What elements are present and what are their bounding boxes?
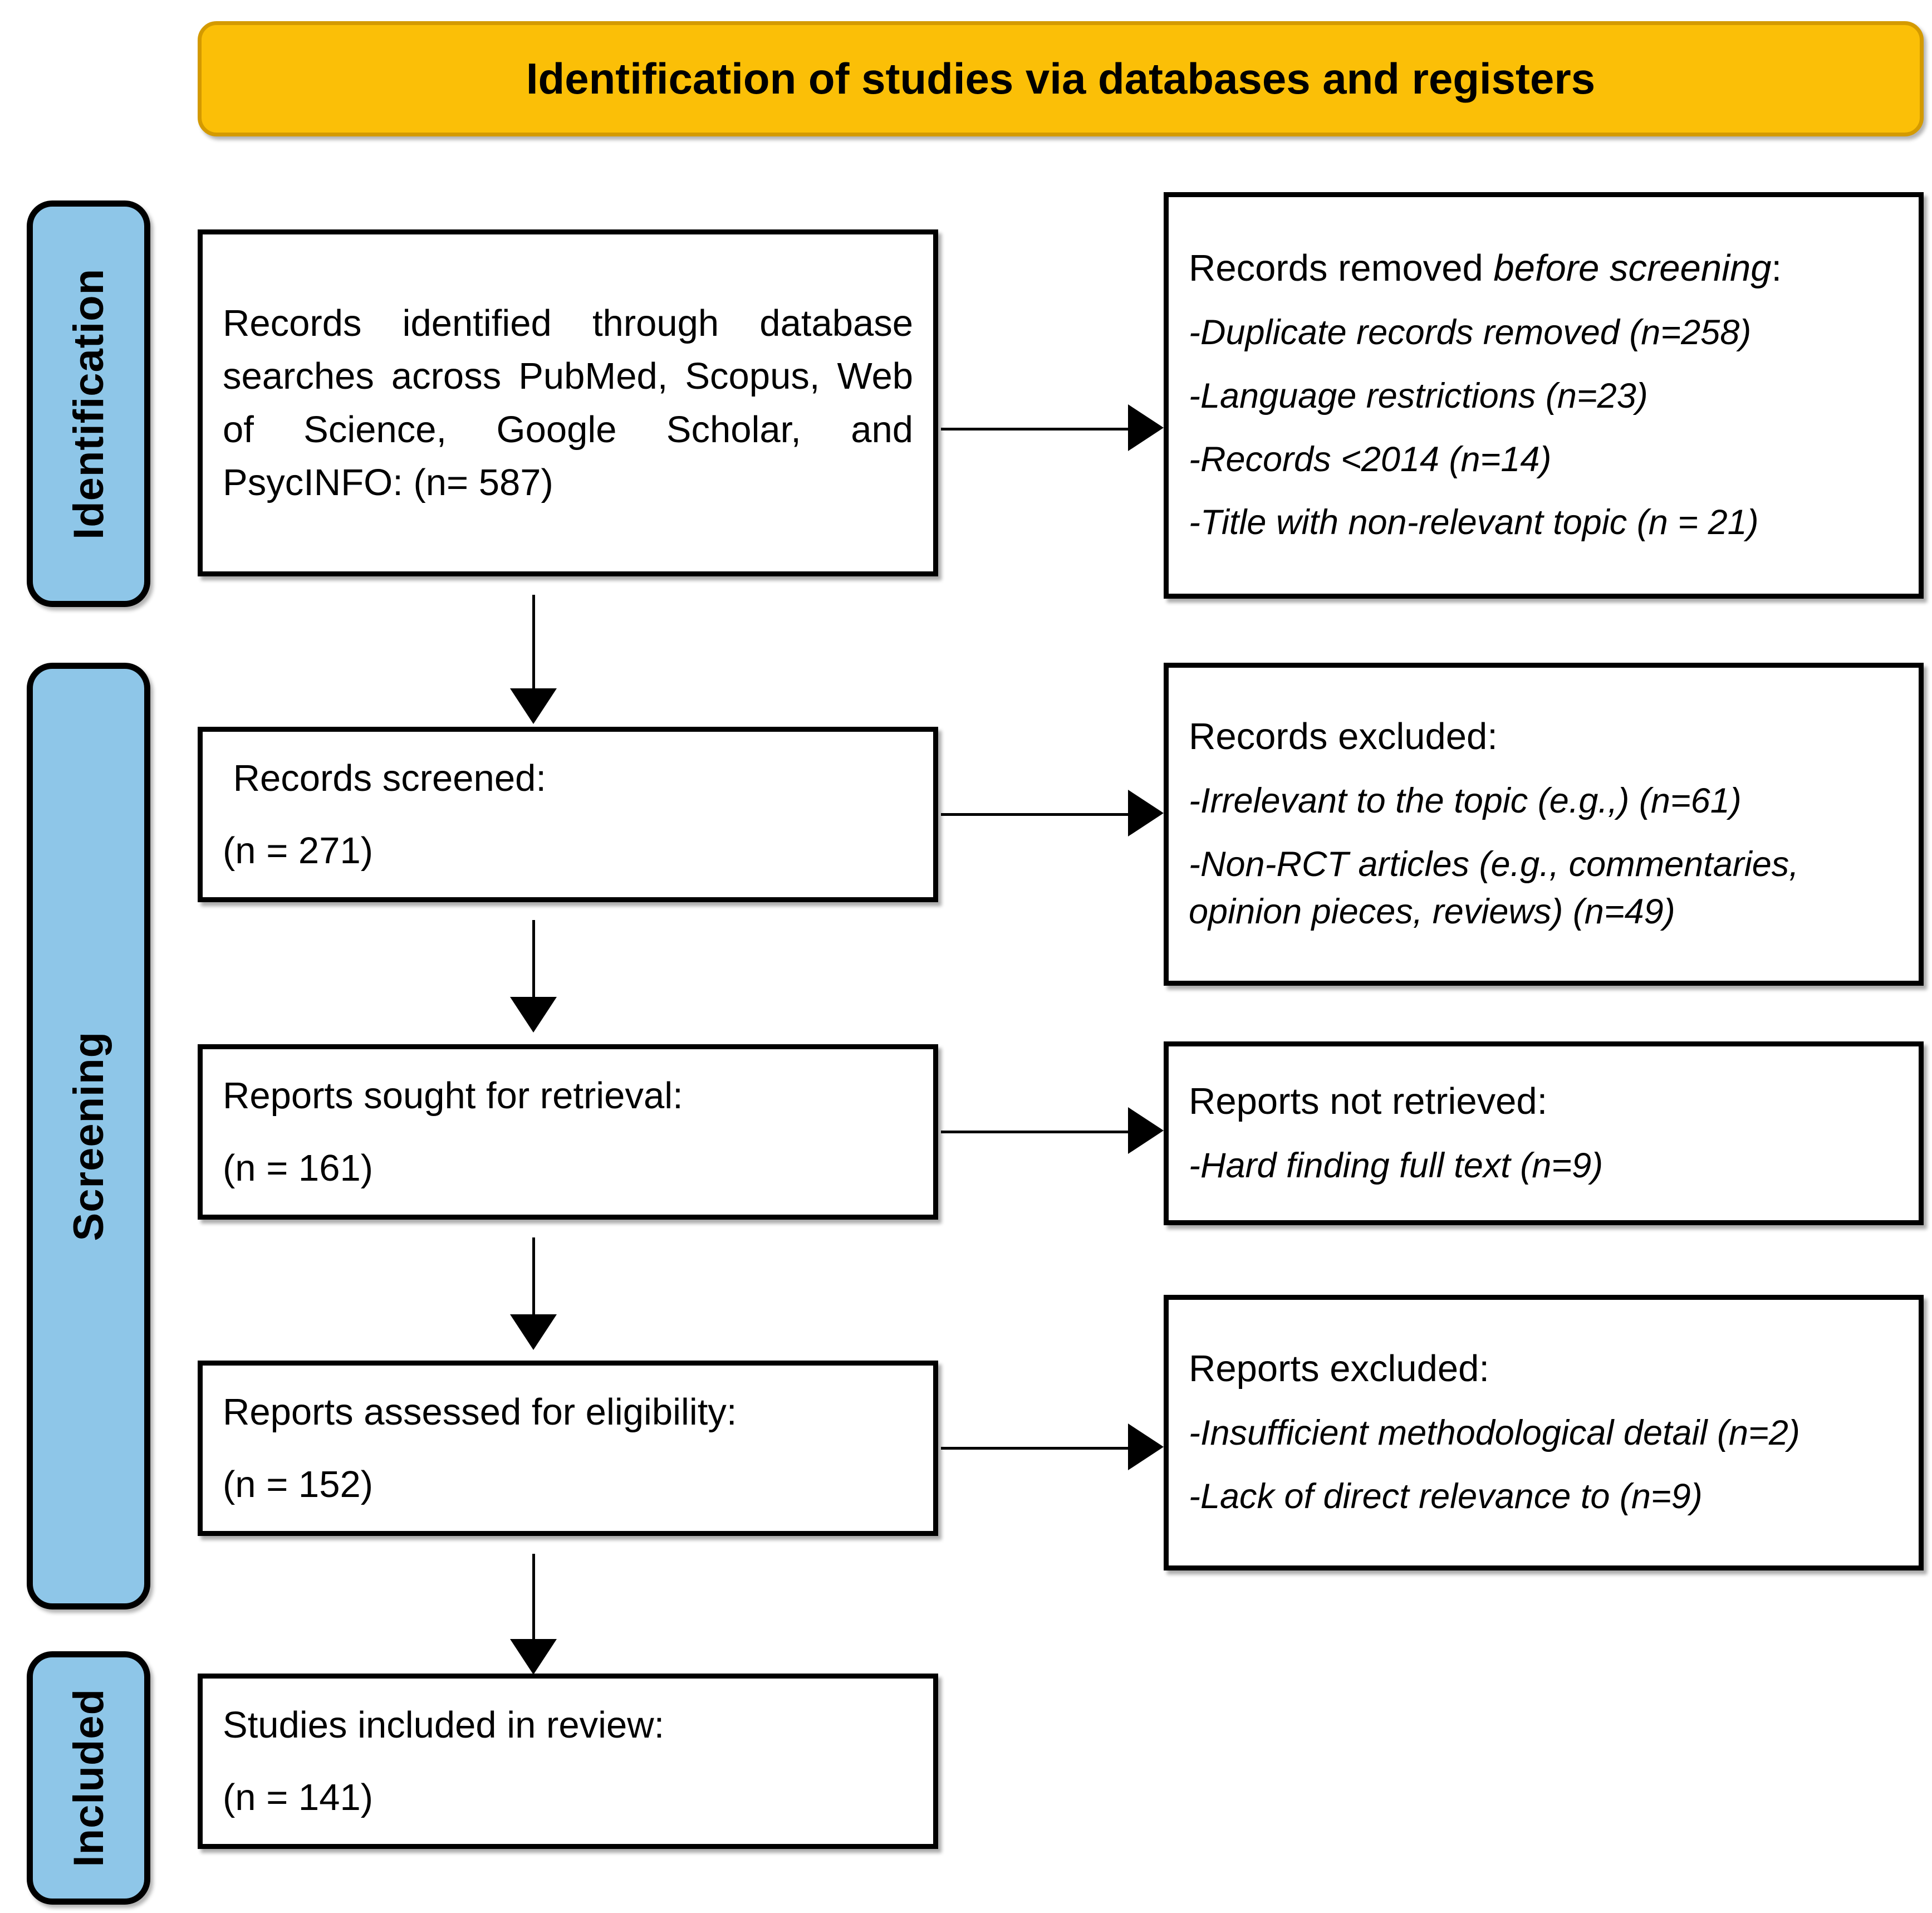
phase-identification: Identification [27, 200, 150, 607]
records-identified-text: Records identified through database sear… [223, 302, 924, 503]
diagram-title: Identification of studies via databases … [526, 53, 1596, 103]
connector-assessed-to-included-arrowhead [510, 1639, 557, 1675]
records-removed-heading-italic: before screening [1493, 247, 1772, 290]
reports-assessed-count: (n = 152) [223, 1463, 374, 1505]
list-item: -Hard finding full text (n=9) [1189, 1146, 1604, 1185]
connector-sought-to-not-retrieved-arrowhead [1128, 1107, 1164, 1154]
studies-included-line1: Studies included in review: [223, 1704, 665, 1746]
reports-not-retrieved-heading: Reports not retrieved: [1189, 1080, 1548, 1122]
list-item: -Insufficient methodological detail (n=2… [1189, 1413, 1800, 1453]
connector-sought-to-assessed [532, 1237, 535, 1338]
connector-assessed-to-included [532, 1554, 535, 1662]
list-item: -Language restrictions (n=23) [1189, 376, 1648, 415]
list-item: -Irrelevant to the topic (e.g.,) (n=61) [1189, 781, 1742, 821]
box-records-excluded: Records excluded: -Irrelevant to the top… [1164, 663, 1924, 986]
phase-included-label: Included [65, 1689, 112, 1867]
phase-screening: Screening [27, 663, 150, 1609]
phase-screening-label: Screening [65, 1031, 112, 1241]
records-excluded-heading: Records excluded: [1189, 715, 1498, 757]
connector-sought-to-assessed-arrowhead [510, 1314, 557, 1350]
list-item: -Records <2014 (n=14) [1189, 439, 1552, 479]
box-studies-included: Studies included in review: (n = 141) [198, 1674, 938, 1849]
box-records-identified: Records identified through database sear… [198, 229, 938, 576]
list-item: -Duplicate records removed (n=258) [1189, 313, 1752, 353]
box-records-screened: Records screened: (n = 271) [198, 727, 938, 902]
box-reports-assessed: Reports assessed for eligibility: (n = 1… [198, 1361, 938, 1536]
records-screened-line1: Records screened: [223, 757, 546, 800]
box-reports-excluded: Reports excluded: -Insufficient methodol… [1164, 1295, 1924, 1570]
connector-assessed-to-excluded-arrowhead [1128, 1423, 1164, 1470]
reports-sought-line1: Reports sought for retrieval: [223, 1075, 683, 1117]
records-removed-heading-plain: Records removed [1189, 247, 1494, 290]
reports-excluded-list: -Insufficient methodological detail (n=2… [1189, 1410, 1899, 1520]
connector-screened-to-excluded-arrowhead [1128, 790, 1164, 836]
connector-screened-to-sought [532, 920, 535, 1020]
list-item: -Lack of direct relevance to (n=9) [1189, 1477, 1703, 1516]
connector-screened-to-excluded [941, 813, 1130, 816]
records-removed-list: -Duplicate records removed (n=258) -Lang… [1189, 309, 1899, 547]
studies-included-count: (n = 141) [223, 1776, 374, 1818]
records-removed-heading: Records removed before screening: [1189, 244, 1899, 292]
box-reports-not-retrieved: Reports not retrieved: -Hard finding ful… [1164, 1041, 1924, 1225]
reports-excluded-heading: Reports excluded: [1189, 1348, 1490, 1390]
list-item: -Non-RCT articles (e.g., commentaries, o… [1189, 844, 1809, 932]
connector-screened-to-sought-arrowhead [510, 997, 557, 1033]
list-item: -Title with non-relevant topic (n = 21) [1189, 503, 1759, 542]
records-screened-count: (n = 271) [223, 829, 374, 872]
records-removed-heading-suffix: : [1771, 247, 1782, 290]
records-excluded-list: -Irrelevant to the topic (e.g.,) (n=61) … [1189, 777, 1899, 936]
reports-sought-count: (n = 161) [223, 1147, 374, 1189]
reports-assessed-line1: Reports assessed for eligibility: [223, 1391, 737, 1433]
box-reports-sought: Reports sought for retrieval: (n = 161) [198, 1044, 938, 1220]
phase-included: Included [27, 1651, 150, 1905]
diagram-header-banner: Identification of studies via databases … [198, 21, 1924, 136]
box-records-removed-before-screening: Records removed before screening: -Dupli… [1164, 192, 1924, 599]
connector-sought-to-not-retrieved [941, 1131, 1130, 1133]
connector-identified-to-screened-arrowhead [510, 688, 557, 724]
reports-not-retrieved-list: -Hard finding full text (n=9) [1189, 1142, 1899, 1190]
connector-identified-to-removed [941, 428, 1130, 430]
connector-identified-to-removed-arrowhead [1128, 404, 1164, 451]
connector-assessed-to-excluded [941, 1447, 1130, 1450]
phase-identification-label: Identification [65, 268, 112, 540]
connector-identified-to-screened [532, 595, 535, 718]
